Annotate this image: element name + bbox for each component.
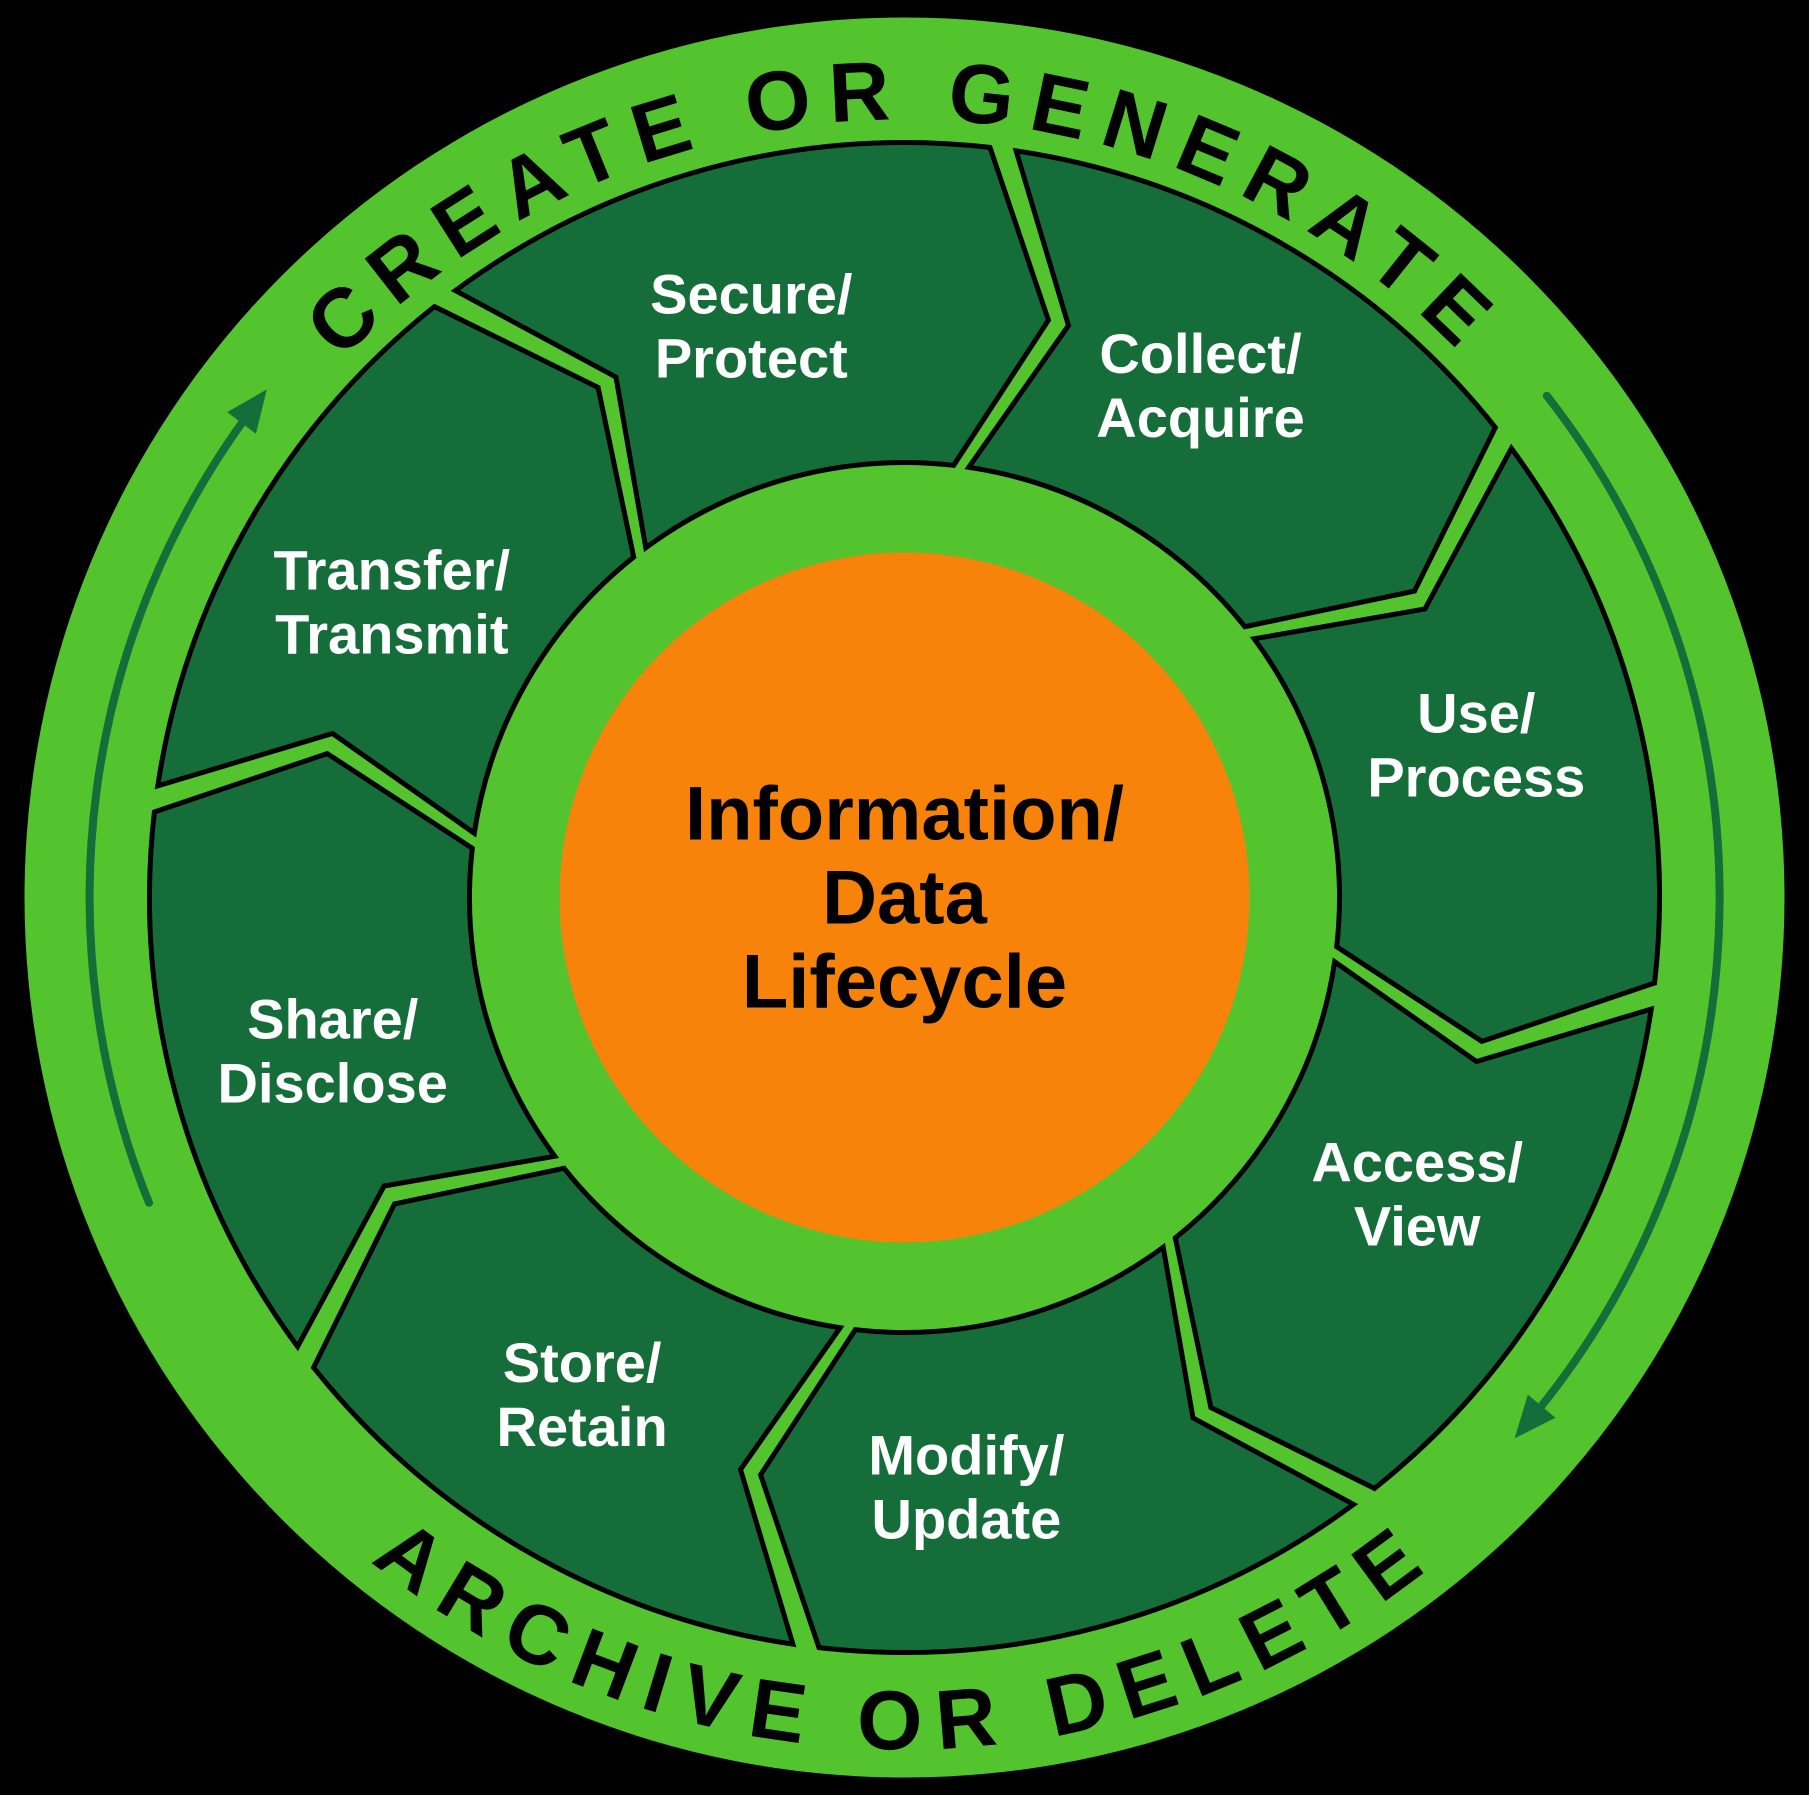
lifecycle-segments: Secure/Protect Collect/AcquireUse/Process… [147,140,1662,1655]
segment-use-process [1249,443,1662,1045]
segment-label-modify-update: Update [872,1487,1062,1550]
center-title-line2: Data [822,856,987,941]
segment-label-store-retain: Retain [497,1395,668,1458]
center-circle [559,552,1250,1243]
clockwise-flow-arrow-left-icon [85,389,267,1207]
segment-label-use-process: Use/ [1417,681,1536,744]
segment-secure-protect [450,140,1052,553]
segment-label-share-disclose: Disclose [218,1052,448,1115]
segment-access-view [1172,957,1655,1492]
clockwise-flow-arrow-right-icon [1514,391,1724,1439]
segment-label-transfer-transmit: Transmit [275,603,508,666]
segment-share-disclose [147,750,560,1352]
segment-label-transfer-transmit: Transfer/ [274,539,511,602]
segment-transfer-transmit [154,303,637,838]
center-title-line1: Information/ [685,772,1124,857]
segment-collect-acquire [964,147,1499,630]
segment-store-retain [310,1165,845,1648]
segment-label-secure-protect: Secure/ [650,263,853,326]
segment-label-secure-protect: Protect [655,327,848,390]
segment-label-access-view: Access/ [1311,1131,1523,1194]
segment-label-collect-acquire: Acquire [1096,386,1305,449]
segment-label-use-process: Process [1367,745,1585,808]
segment-label-access-view: View [1354,1195,1481,1258]
segment-label-share-disclose: Share/ [247,988,419,1051]
center-title-line3: Lifecycle [742,940,1067,1025]
segment-label-collect-acquire: Collect/ [1099,322,1302,385]
segment-label-modify-update: Modify/ [868,1423,1064,1486]
segment-label-store-retain: Store/ [503,1331,662,1394]
segment-modify-update [757,1242,1359,1655]
